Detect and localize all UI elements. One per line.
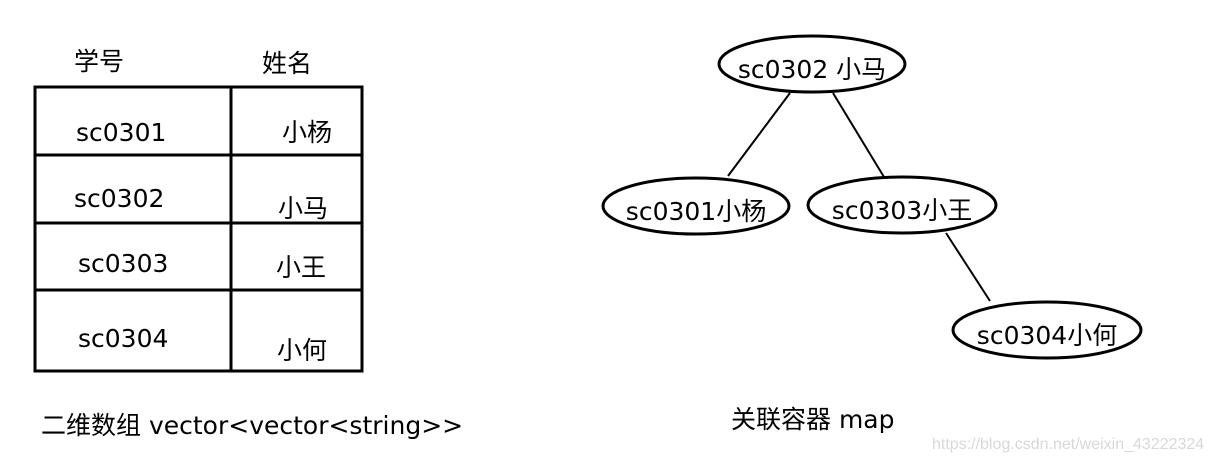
table-cell-id: sc0304 <box>78 324 169 353</box>
node-right-ellipse <box>806 175 998 235</box>
watermark: https://blog.csdn.net/weixin_43222324 <box>932 436 1205 453</box>
table-header-name: 姓名 <box>262 49 313 78</box>
node-root-ellipse <box>717 34 907 94</box>
tree-nodes <box>601 34 1143 360</box>
table-header-id: 学号 <box>74 47 125 76</box>
edge-root-right <box>832 92 885 178</box>
table-grid <box>33 85 364 373</box>
table-cell-id: sc0301 <box>76 118 167 147</box>
table-caption: 二维数组 vector<vector<string>> <box>41 411 464 440</box>
table-cell-id: sc0303 <box>78 249 169 278</box>
table-cell-name: 小马 <box>278 194 329 223</box>
table-cell-id: sc0302 <box>74 184 165 213</box>
table-cell-name: 小何 <box>277 336 328 365</box>
table-cell-name: 小杨 <box>282 118 333 147</box>
edge-right-rightright <box>945 232 991 302</box>
node-rightright-ellipse <box>951 300 1143 360</box>
table-cell-name: 小王 <box>276 253 327 282</box>
node-right-label: sc0303小王 <box>831 196 973 225</box>
table-border <box>33 85 364 373</box>
tree-edges <box>727 92 991 302</box>
edge-root-left <box>727 92 791 177</box>
node-left-label: sc0301小杨 <box>625 197 767 226</box>
node-rightright-label: sc0304小何 <box>976 321 1118 350</box>
node-root-label: sc0302 小马 <box>737 55 887 84</box>
node-left-ellipse <box>601 176 791 236</box>
tree-caption: 关联容器 map <box>731 405 895 434</box>
